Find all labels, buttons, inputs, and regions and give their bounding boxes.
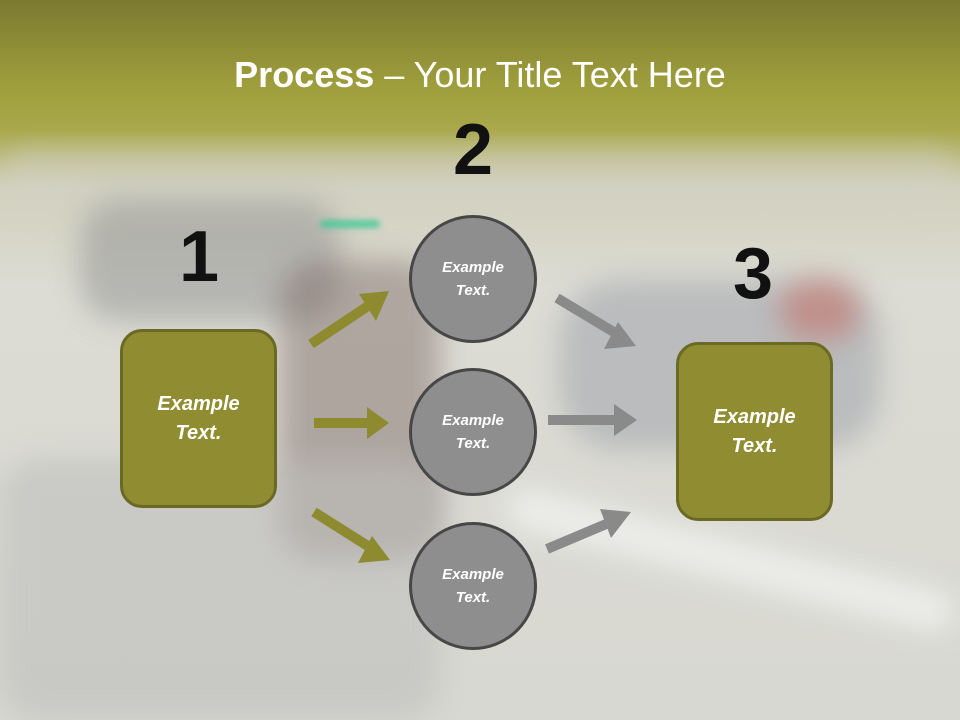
gray-arrow-right <box>548 404 637 436</box>
step-number-3: 3 <box>732 234 774 314</box>
olive-arrow-up <box>308 291 389 349</box>
background-blur <box>320 220 380 228</box>
slide-title: Process – Your Title Text Here <box>0 52 960 98</box>
step-number-1: 1 <box>178 217 220 297</box>
title-rest: – Your Title Text Here <box>374 54 726 95</box>
circle-top: Example Text. <box>409 215 537 343</box>
right-step-box: Example Text. <box>676 342 833 521</box>
left-step-box: Example Text. <box>120 329 277 508</box>
step-number-2: 2 <box>452 110 494 190</box>
background-blur <box>780 280 860 340</box>
circle-bottom: Example Text. <box>409 522 537 650</box>
circle-middle: Example Text. <box>409 368 537 496</box>
olive-arrow-right <box>314 407 389 439</box>
gray-arrow-down <box>554 293 636 349</box>
gray-arrow-up <box>545 509 631 554</box>
title-bold: Process <box>234 54 375 95</box>
background-blur <box>80 200 340 320</box>
olive-arrow-down <box>311 507 390 563</box>
